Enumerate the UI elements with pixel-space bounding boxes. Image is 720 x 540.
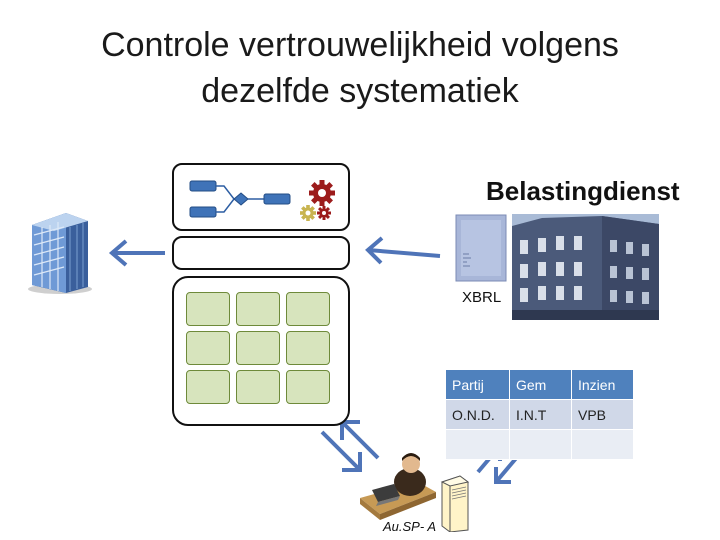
grid-cell	[186, 331, 230, 365]
arrow-from-belastingdienst	[365, 236, 441, 265]
grid-box	[172, 276, 350, 426]
arrow-table-server-down	[494, 454, 520, 484]
process-box	[172, 163, 350, 231]
table-cell	[571, 429, 634, 460]
xbrl-label: XBRL	[462, 289, 502, 306]
middle-box	[172, 236, 350, 270]
table-header-cell: Partij	[445, 369, 510, 400]
table-header-row: Partij Gem Inzien	[445, 369, 634, 400]
table-cell: I.N.T	[509, 399, 572, 430]
grid-cell	[236, 370, 280, 404]
belastingdienst-label: Belastingdienst	[486, 176, 680, 206]
gear-icon	[300, 180, 335, 221]
table-cell: O.N.D.	[445, 399, 510, 430]
office-building-icon	[28, 213, 92, 294]
grid-cell	[236, 292, 280, 326]
grid-cell	[186, 370, 230, 404]
table-cell	[445, 429, 510, 460]
table-header-cell: Gem	[509, 369, 572, 400]
table-row	[445, 429, 634, 460]
table-row: O.N.D. I.N.T VPB	[445, 399, 634, 430]
table-cell	[509, 429, 572, 460]
flowchart-icon	[189, 180, 291, 218]
slide-title: Controle vertrouwelijkheid volgens dezel…	[0, 22, 720, 114]
grid-cell	[286, 331, 330, 365]
info-table: Partij Gem Inzien O.N.D. I.N.T VPB	[445, 369, 634, 460]
table-header-cell: Inzien	[571, 369, 634, 400]
table-cell: VPB	[571, 399, 634, 430]
title-line-1: Controle vertrouwelijkheid volgens	[101, 26, 619, 64]
title-line-2: dezelfde systematiek	[201, 72, 519, 110]
grid-cell	[236, 331, 280, 365]
ausp-label: Au.SP- A	[383, 519, 436, 534]
tax-office-photo	[512, 214, 659, 320]
arrow-to-building	[108, 239, 165, 267]
grid-cell	[186, 292, 230, 326]
document-icon	[455, 214, 507, 282]
person-at-desk-icon	[360, 453, 436, 520]
grid-cell	[286, 370, 330, 404]
arrow-box-down	[320, 430, 362, 472]
grid-cell	[286, 292, 330, 326]
server-icon	[440, 475, 470, 532]
